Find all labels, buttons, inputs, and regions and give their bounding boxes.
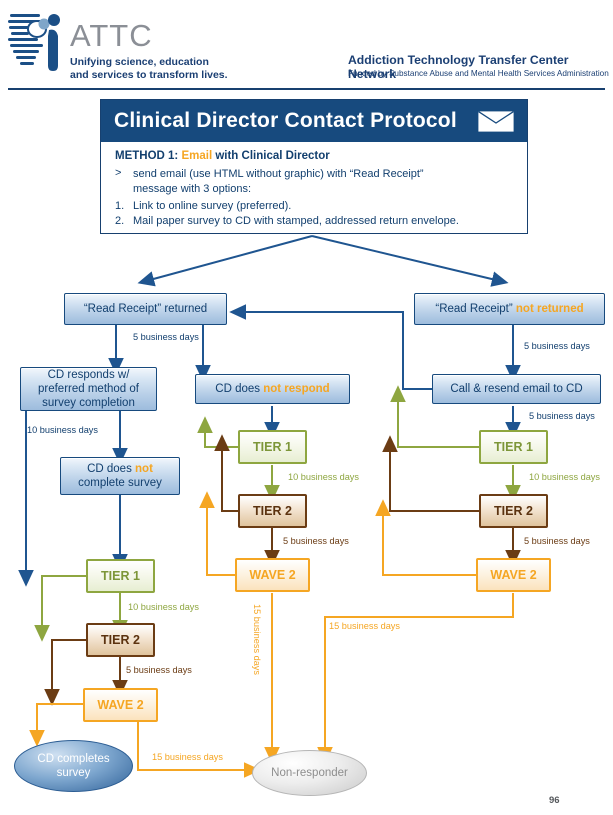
node-wave2-left[interactable]: WAVE 2 — [83, 688, 158, 722]
node-tier1-middle[interactable]: TIER 1 — [238, 430, 307, 464]
tagline-line-2: and services to transform lives. — [70, 69, 228, 81]
node-wave2-right[interactable]: WAVE 2 — [476, 558, 551, 592]
method-panel: Clinical Director Contact Protocol METHO… — [100, 99, 528, 234]
bullet-marker: > — [115, 167, 122, 179]
bullet-line-1: send email (use HTML without graphic) wi… — [133, 168, 424, 180]
node-label: TIER 2 — [101, 633, 140, 647]
node-label: TIER 2 — [253, 504, 292, 518]
node-label: WAVE 2 — [249, 568, 296, 582]
node-label: TIER 2 — [494, 504, 533, 518]
edge-label-middle-tier1-10-days: 10 business days — [288, 472, 359, 482]
panel-title-bar: Clinical Director Contact Protocol — [101, 100, 527, 142]
page-header: ATTC Unifying science, education and ser… — [0, 0, 613, 92]
edge-label-call-resend-5-days: 5 business days — [529, 411, 595, 421]
method-prefix: METHOD 1: — [115, 150, 179, 162]
node-cd-responds-preferred-method[interactable]: CD responds w/ preferred method of surve… — [20, 367, 157, 411]
node-label-keyword: not returned — [515, 303, 584, 315]
node-label-prefix: “Read Receipt” — [435, 303, 516, 315]
list-item-1-text: Link to online survey (preferred). — [133, 200, 292, 212]
envelope-icon — [477, 110, 515, 133]
node-call-resend-email[interactable]: Call & resend email to CD — [432, 374, 601, 404]
edge-label-left-wave2-15-days: 15 business days — [152, 752, 223, 762]
node-label-line-3: survey completion — [42, 397, 135, 409]
node-tier2-right[interactable]: TIER 2 — [479, 494, 548, 528]
method-heading: METHOD 1: Email with Clinical Director — [115, 150, 330, 162]
edge-label-right-tier1-10-days: 10 business days — [529, 472, 600, 482]
list-item-2-number: 2. — [115, 215, 125, 227]
bullet-body: send email (use HTML without graphic) wi… — [133, 167, 424, 197]
terminal-non-responder[interactable]: Non-responder — [252, 750, 367, 796]
list-item-2-text: Mail paper survey to CD with stamped, ad… — [133, 215, 459, 227]
tagline-line-1: Unifying science, education — [70, 56, 209, 68]
page-title: Clinical Director Contact Protocol — [114, 109, 457, 132]
terminal-label: Non-responder — [271, 767, 348, 779]
edge-label-middle-wave2-15-days: 15 business days — [252, 604, 262, 675]
brand-tagline: Unifying science, education and services… — [70, 56, 228, 82]
node-label-line-2: complete survey — [78, 477, 162, 489]
node-label: WAVE 2 — [490, 568, 537, 582]
node-label-line-2: preferred method of — [37, 383, 139, 395]
node-tier2-left[interactable]: TIER 2 — [86, 623, 155, 657]
node-label-keyword: not respond — [263, 383, 330, 395]
list-item-1-number: 1. — [115, 200, 125, 212]
method-keyword: Email — [181, 150, 213, 162]
node-label: TIER 1 — [494, 440, 533, 454]
node-read-receipt-not-returned[interactable]: “Read Receipt” not returned — [414, 293, 605, 325]
node-label: WAVE 2 — [97, 698, 144, 712]
node-cd-does-not-respond[interactable]: CD does not respond — [195, 374, 350, 404]
attc-swoosh-logo — [8, 14, 60, 72]
edge-label-right-wave2-15-days: 15 business days — [329, 621, 400, 631]
brand-name: ATTC — [70, 18, 153, 53]
node-wave2-middle[interactable]: WAVE 2 — [235, 558, 310, 592]
node-label: TIER 1 — [101, 569, 140, 583]
node-label-line-1: CD responds w/ — [47, 369, 130, 381]
node-label: Call & resend email to CD — [450, 383, 583, 395]
node-label: “Read Receipt” returned — [83, 303, 208, 315]
page-number: 96 — [549, 795, 560, 806]
edge-label-left-tier1-10-days: 10 business days — [128, 602, 199, 612]
node-label-keyword: not — [135, 463, 153, 475]
edge-label-not-returned-5-days: 5 business days — [524, 341, 590, 351]
funding-note: Funded by Substance Abuse and Mental Hea… — [348, 69, 609, 78]
edge-label-middle-tier2-5-days: 5 business days — [283, 536, 349, 546]
method-suffix: with Clinical Director — [212, 150, 330, 162]
node-label-prefix: CD does — [87, 463, 136, 475]
node-tier1-right[interactable]: TIER 1 — [479, 430, 548, 464]
terminal-label-line-1: CD completes — [37, 753, 110, 765]
network-name: Addiction Technology Transfer Center Net… — [348, 53, 569, 81]
header-divider — [8, 88, 605, 90]
node-tier1-left[interactable]: TIER 1 — [86, 559, 155, 593]
node-label-prefix: CD does — [215, 383, 264, 395]
edge-label-right-tier2-5-days: 5 business days — [524, 536, 590, 546]
node-label: TIER 1 — [253, 440, 292, 454]
node-tier2-middle[interactable]: TIER 2 — [238, 494, 307, 528]
node-read-receipt-returned[interactable]: “Read Receipt” returned — [64, 293, 227, 325]
edge-label-returned-5-days: 5 business days — [133, 332, 199, 342]
bullet-line-2: message with 3 options: — [133, 183, 252, 195]
edge-label-left-tier2-5-days: 5 business days — [126, 665, 192, 675]
terminal-label-line-2: survey — [56, 767, 91, 779]
terminal-cd-completes-survey[interactable]: CD completes survey — [14, 740, 133, 792]
node-cd-does-not-complete-survey[interactable]: CD does not complete survey — [60, 457, 180, 495]
edge-label-cd-responds-10-days: 10 business days — [27, 425, 98, 435]
